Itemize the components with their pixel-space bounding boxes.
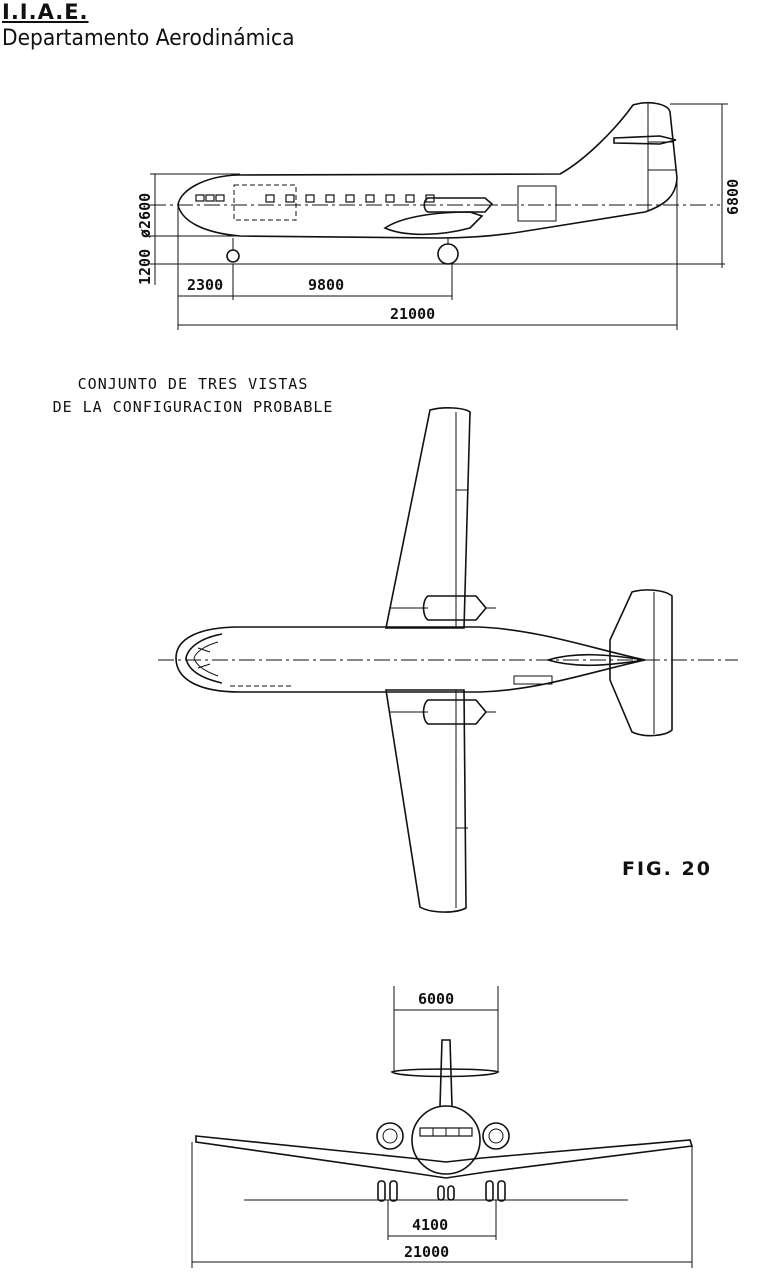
front-view: 6000 4100 21000: [191, 986, 694, 1268]
dim-wingspan: 21000: [404, 1243, 449, 1261]
side-nose-gear: [226, 238, 240, 263]
organization-title: I.I.A.E.: [2, 0, 89, 24]
figure-label: FIG. 20: [622, 858, 712, 880]
side-cabin-windows: [265, 194, 435, 203]
dim-length: 21000: [390, 305, 435, 323]
side-cockpit-window: [195, 194, 205, 202]
top-view: [158, 407, 738, 913]
front-fuselage: [411, 1105, 481, 1175]
front-wing: [195, 1135, 694, 1179]
drawing-caption: CONJUNTO DE TRES VISTAS DE LA CONFIGURAC…: [8, 373, 378, 419]
top-cockpit-frame: [197, 647, 211, 653]
department-title: Departamento Aerodinámica: [2, 26, 295, 51]
dim-nose-to-gear: 2300: [187, 276, 223, 294]
side-wing: [383, 211, 484, 236]
side-engine-nacelle: [423, 197, 494, 213]
front-main-gear-right: [485, 1180, 506, 1202]
side-view: 1200 ø2600 6800 2300 9800 21000: [136, 102, 742, 330]
dim-track: 4100: [412, 1216, 448, 1234]
top-engine-right: [422, 699, 488, 725]
top-wing: [385, 407, 471, 913]
dim-tailplane-span: 6000: [418, 990, 454, 1008]
side-tailplane: [613, 135, 677, 145]
side-main-gear: [437, 238, 459, 265]
top-rear-door: [513, 675, 553, 685]
side-cockpit-window: [215, 194, 225, 202]
side-cargo-door: [233, 184, 297, 221]
front-main-gear-left: [377, 1180, 398, 1202]
front-tailplane: [390, 1068, 500, 1078]
dim-height: 6800: [724, 179, 742, 215]
side-cockpit-window: [205, 194, 215, 202]
front-nose-gear: [437, 1185, 455, 1201]
front-engine-right: [482, 1122, 510, 1150]
top-cockpit: [185, 633, 223, 684]
top-cockpit-inner: [193, 641, 219, 677]
top-fuselage: [175, 626, 646, 693]
dim-ground-clearance: 1200: [136, 249, 154, 285]
dim-fuselage-diameter: ø2600: [136, 193, 154, 238]
front-fin: [439, 1039, 453, 1107]
top-cockpit-frame: [197, 663, 211, 669]
front-engine-left: [376, 1122, 404, 1150]
caption-line-1: CONJUNTO DE TRES VISTAS: [77, 375, 309, 393]
dim-wheelbase: 9800: [308, 276, 344, 294]
side-rear-door: [517, 185, 557, 222]
header: I.I.A.E. Departamento Aerodinámica: [2, 0, 320, 54]
caption-line-2: DE LA CONFIGURACION PROBABLE: [52, 398, 334, 416]
side-fuselage-outline: [177, 102, 678, 239]
top-tailplane: [609, 589, 673, 737]
top-engine-left: [422, 595, 488, 621]
